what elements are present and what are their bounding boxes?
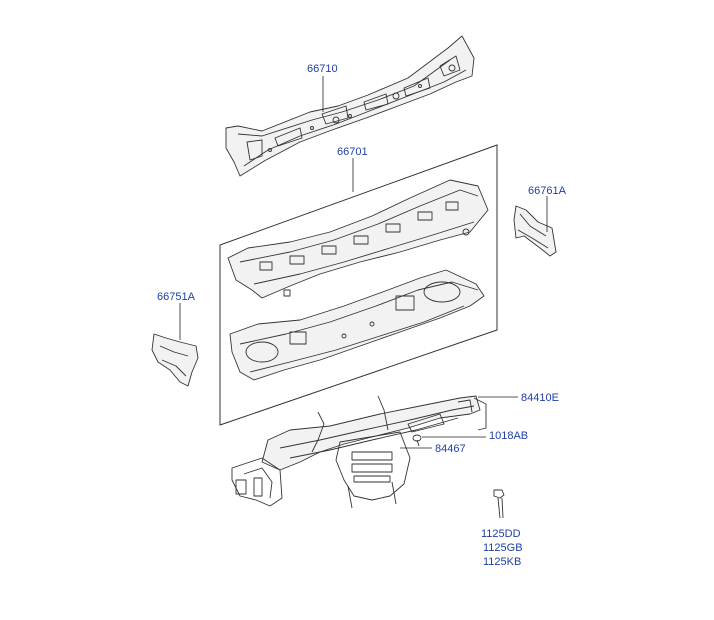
label-1018AB: 1018AB xyxy=(489,430,529,442)
label-1125KB: 1125KB xyxy=(483,556,522,568)
bolt-1018AB xyxy=(412,434,422,447)
label-66761A: 66761A xyxy=(528,185,566,197)
label-66701: 66701 xyxy=(337,146,368,158)
label-66710: 66710 xyxy=(307,63,338,75)
label-66751A: 66751A xyxy=(157,291,195,303)
label-1125GB: 1125GB xyxy=(483,542,523,554)
cowl-panel-upper xyxy=(227,179,489,299)
bolt-1125DD xyxy=(493,489,505,519)
crossmember-84410E xyxy=(231,395,487,509)
label-1125DD: 1125DD xyxy=(481,528,521,540)
label-84467: 84467 xyxy=(435,443,466,455)
cowl-top-panel-66710 xyxy=(225,35,475,177)
side-bracket-66761A xyxy=(513,205,557,257)
side-bracket-66751A xyxy=(151,333,199,387)
label-84410E: 84410E xyxy=(521,392,559,404)
cowl-panel-lower xyxy=(229,269,485,381)
assembly-frame xyxy=(219,144,498,426)
